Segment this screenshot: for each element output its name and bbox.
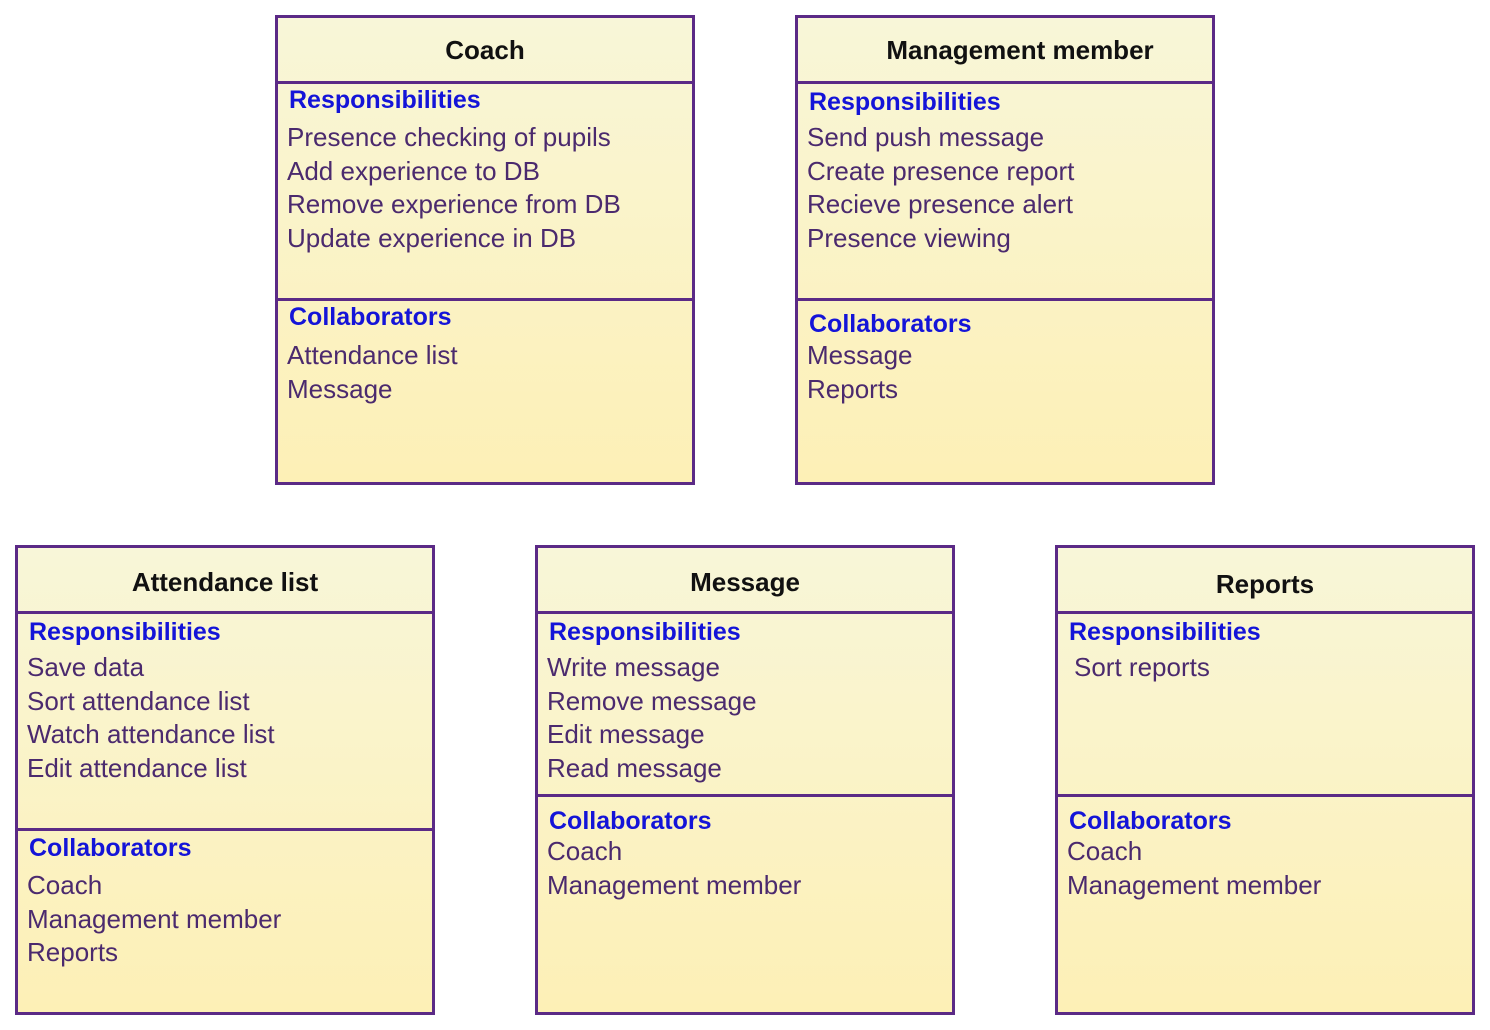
responsibilities-section: Responsibilities Presence checking of pu… [278, 81, 692, 301]
responsibilities-label: Responsibilities [809, 88, 1001, 116]
crc-card-reports: Reports Responsibilities Sort reports Co… [1055, 545, 1475, 1015]
responsibilities-section: Responsibilities Send push message Creat… [798, 81, 1212, 301]
crc-card-coach: Coach Responsibilities Presence checking… [275, 15, 695, 485]
list-item: Management member [547, 869, 802, 900]
responsibilities-section: Responsibilities Sort reports [1058, 611, 1472, 797]
collaborators-label: Collaborators [1069, 807, 1232, 835]
collaborators-section: Collaborators Message Reports [798, 301, 1212, 481]
responsibilities-list: Presence checking of pupils Add experien… [287, 121, 621, 255]
crc-card-attendance-list: Attendance list Responsibilities Save da… [15, 545, 435, 1015]
collaborators-label: Collaborators [809, 310, 972, 338]
list-item: Read message [547, 752, 722, 783]
responsibilities-section: Responsibilities Write message Remove me… [538, 611, 952, 797]
collaborators-list: Coach Management member [547, 835, 801, 902]
list-item: Watch attendance list [27, 719, 275, 749]
list-item: Reports [27, 937, 119, 967]
list-item: Management member [1067, 869, 1322, 900]
list-item: Save data [27, 652, 145, 682]
responsibilities-label: Responsibilities [289, 86, 481, 114]
collaborators-label: Collaborators [29, 834, 192, 862]
list-item: Attendance list [287, 340, 458, 370]
list-item: Remove experience from DB [287, 189, 621, 219]
list-item: Coach [27, 870, 103, 900]
collaborators-label: Collaborators [289, 303, 452, 331]
list-item: Management member [27, 903, 282, 934]
list-item: Edit message [547, 719, 705, 749]
collaborators-section: Collaborators Coach Management member [1058, 797, 1472, 1011]
list-item: Edit attendance list [27, 752, 247, 783]
collaborators-section: Collaborators Coach Management member Re… [18, 831, 432, 1011]
card-title: Reports [1058, 548, 1472, 614]
list-item: Message [287, 373, 393, 404]
list-item: Presence viewing [807, 222, 1011, 253]
list-item: Presence checking of pupils [287, 122, 611, 152]
list-item: Coach [547, 836, 623, 866]
list-item: Send push message [807, 122, 1045, 152]
crc-card-management-member: Management member Responsibilities Send … [795, 15, 1215, 485]
responsibilities-label: Responsibilities [29, 618, 221, 646]
list-item: Add experience to DB [287, 155, 540, 186]
list-item: Reports [807, 373, 899, 404]
card-title: Message [538, 548, 952, 614]
list-item: Update experience in DB [287, 222, 577, 253]
list-item: Sort attendance list [27, 685, 250, 716]
card-title: Management member [798, 18, 1212, 84]
collaborators-section: Collaborators Attendance list Message [278, 301, 692, 481]
list-item: Sort reports [1074, 652, 1210, 682]
responsibilities-list: Write message Remove message Edit messag… [547, 651, 757, 785]
list-item: Create presence report [807, 155, 1075, 186]
responsibilities-section: Responsibilities Save data Sort attendan… [18, 611, 432, 831]
collaborators-label: Collaborators [549, 807, 712, 835]
list-item: Message [807, 340, 913, 370]
responsibilities-list: Save data Sort attendance list Watch att… [27, 651, 275, 785]
crc-card-message: Message Responsibilities Write message R… [535, 545, 955, 1015]
responsibilities-label: Responsibilities [549, 618, 741, 646]
list-item: Coach [1067, 836, 1143, 866]
card-title: Attendance list [18, 548, 432, 614]
collaborators-section: Collaborators Coach Management member [538, 797, 952, 1011]
responsibilities-list: Send push message Create presence report… [807, 121, 1074, 255]
list-item: Remove message [547, 685, 757, 716]
responsibilities-list: Sort reports [1074, 651, 1210, 685]
card-title: Coach [278, 18, 692, 84]
list-item: Recieve presence alert [807, 189, 1073, 219]
responsibilities-label: Responsibilities [1069, 618, 1261, 646]
collaborators-list: Coach Management member [1067, 835, 1321, 902]
collaborators-list: Coach Management member Reports [27, 869, 281, 970]
collaborators-list: Message Reports [807, 339, 913, 406]
collaborators-list: Attendance list Message [287, 339, 458, 406]
list-item: Write message [547, 652, 720, 682]
